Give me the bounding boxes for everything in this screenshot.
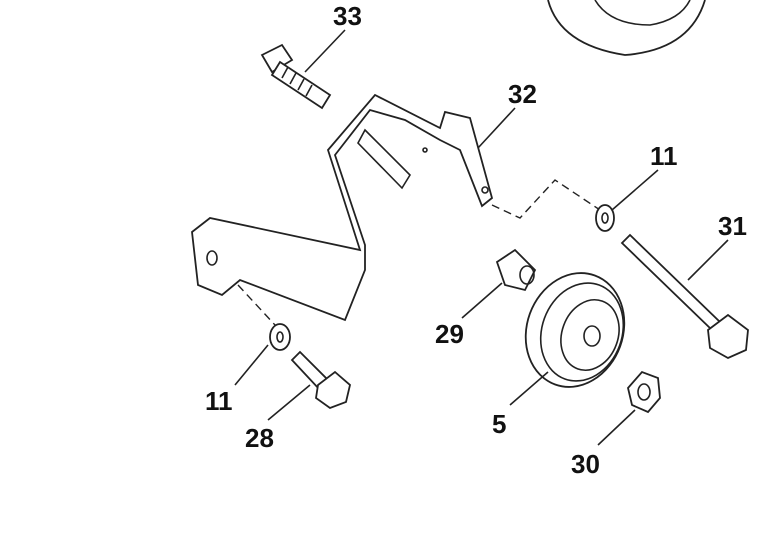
part-29-spacer (495, 248, 537, 292)
alignment-line (491, 179, 601, 219)
callout-29: 29 (435, 319, 464, 349)
part-33-bolt (260, 43, 332, 110)
part-32-bracket (191, 93, 494, 322)
callout-11-upper: 11 (650, 141, 678, 171)
callout-33: 33 (333, 1, 362, 31)
part-31-bolt (620, 233, 749, 360)
callout-30: 30 (571, 449, 600, 479)
part-11-washer (595, 204, 615, 232)
wheel-partial (547, 0, 706, 56)
callout-32: 32 (508, 79, 537, 109)
leader-lines (234, 29, 729, 446)
part-11-washer (269, 323, 291, 351)
part-5-pulley (524, 272, 626, 388)
callout-11-lower: 11 (205, 386, 233, 416)
callout-5: 5 (492, 409, 506, 439)
alignment-line (237, 284, 276, 326)
callout-31: 31 (718, 211, 747, 241)
part-28-bolt (290, 350, 352, 410)
part-30-nut (627, 370, 661, 414)
callout-28: 28 (245, 423, 274, 453)
